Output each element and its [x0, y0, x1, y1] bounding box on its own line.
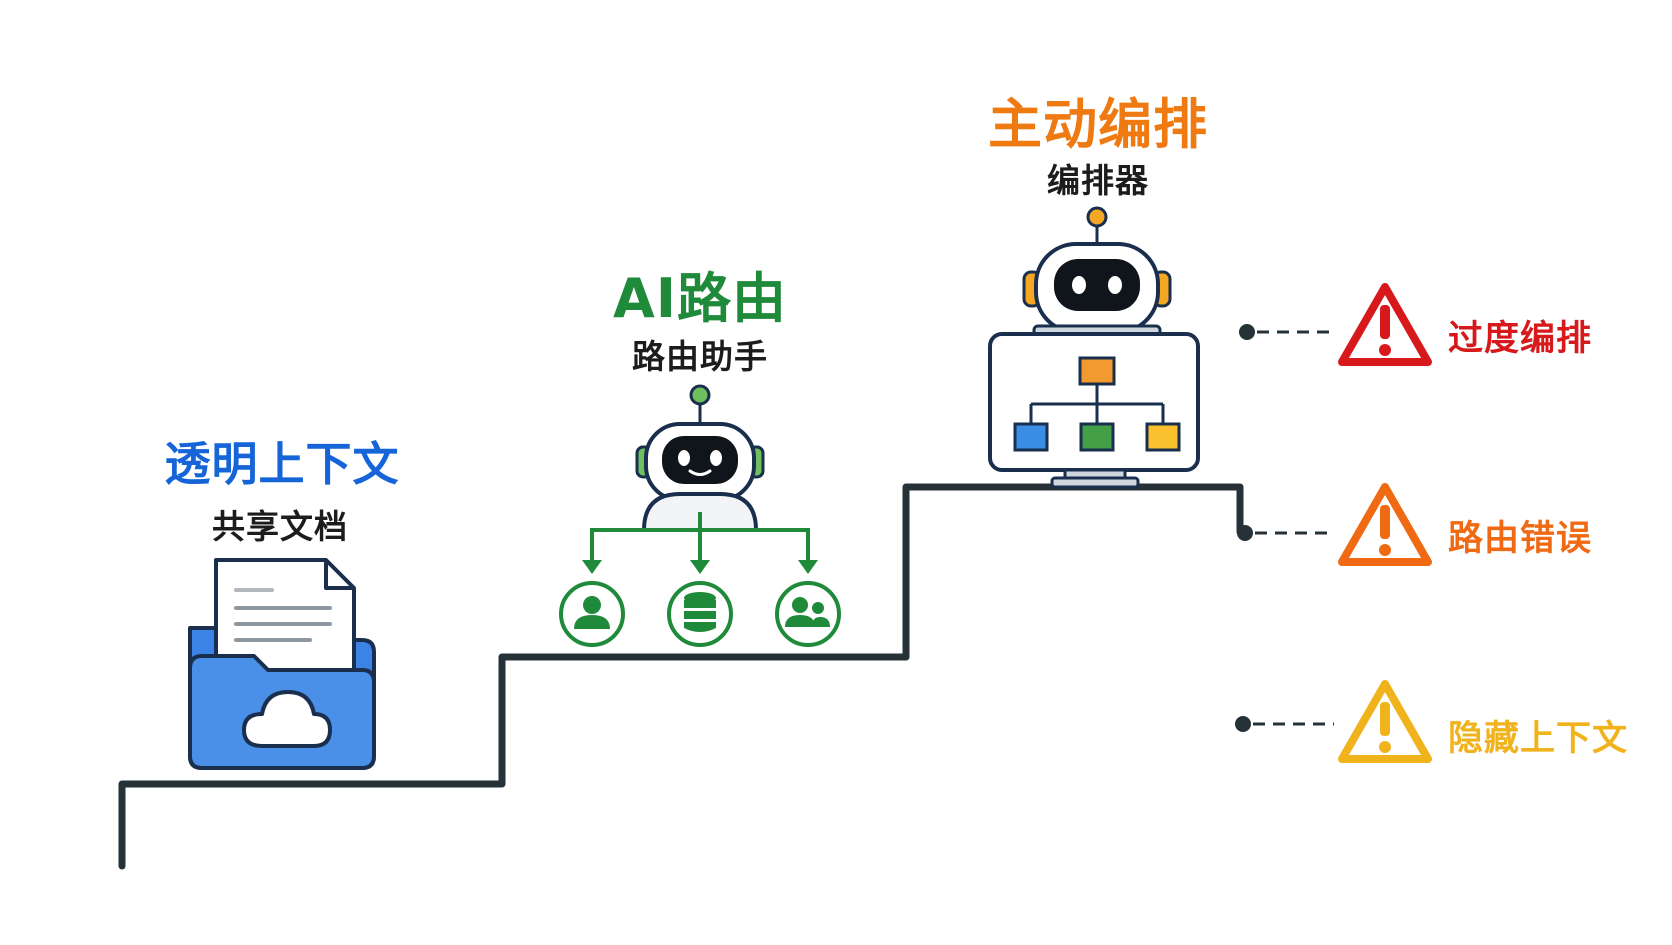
antenna-icon	[1086, 206, 1108, 228]
workflow-chart-icon	[1013, 356, 1181, 452]
group-icon	[775, 581, 841, 647]
database-icon	[667, 581, 733, 647]
warning-label-over-orchestration: 过度编排	[1448, 319, 1593, 359]
stage-subtitle-routing-assistant: 路由助手	[632, 337, 768, 376]
warning-icon	[1338, 680, 1432, 763]
stage-title-transparent-context: 透明上下文	[164, 437, 400, 491]
arrow-head-icon	[690, 560, 710, 574]
folder-cloud-icon	[188, 558, 376, 770]
robot-orchestrator-icon	[988, 206, 1200, 489]
user-icon	[559, 581, 625, 647]
warning-icon	[1338, 483, 1432, 566]
arrow-head-icon	[582, 560, 602, 574]
warning-label-hidden-context: 隐藏上下文	[1448, 719, 1629, 759]
warning-connectors	[1235, 324, 1334, 732]
stage-title-ai-routing: AI路由	[613, 267, 787, 330]
cloud-icon	[242, 690, 332, 748]
stage-title-active-orchestration: 主动编排	[988, 93, 1208, 156]
stage-subtitle-orchestrator: 编排器	[1047, 161, 1149, 200]
warning-label-routing-error: 路由错误	[1448, 519, 1593, 559]
antenna-icon	[689, 384, 711, 406]
routing-arrows	[590, 512, 810, 563]
warning-icon	[1338, 283, 1432, 366]
arrow-head-icon	[798, 560, 818, 574]
robot-router-icon	[559, 384, 841, 647]
stage-subtitle-shared-docs: 共享文档	[212, 507, 348, 546]
staircase-line	[118, 483, 1244, 870]
